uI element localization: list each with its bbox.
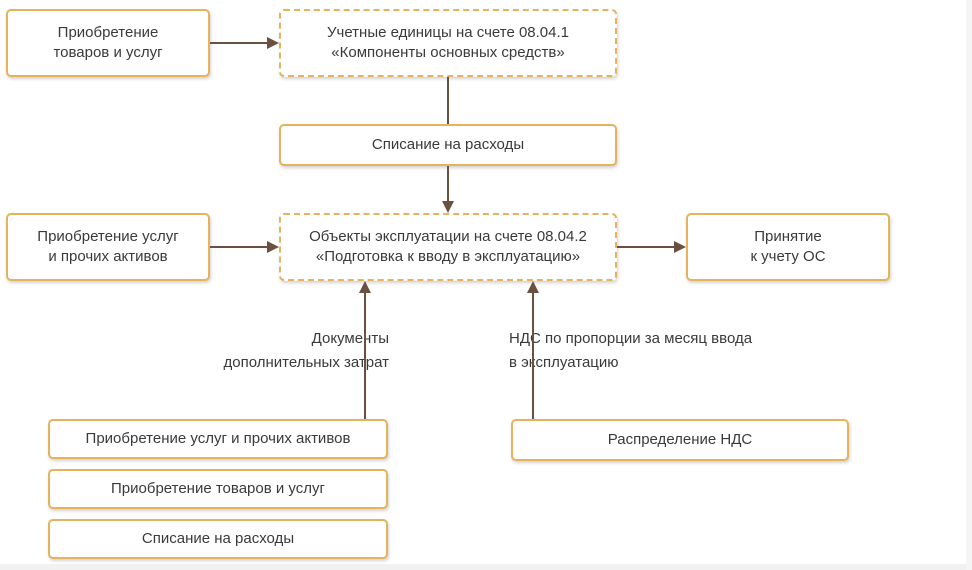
arrow-head <box>267 37 279 49</box>
arrow-head <box>442 201 454 213</box>
box-label: Приобретение товаров и услуг <box>53 24 163 61</box>
arrow-line <box>210 42 268 44</box>
box-bottom-write-off-expenses: Списание на расходы <box>48 519 388 559</box>
viewer-right-edge <box>966 0 972 570</box>
arrow-line <box>617 246 675 248</box>
box-accept-os: Принятие к учету ОС <box>686 213 890 281</box>
box-bottom-purchase-services-assets: Приобретение услуг и прочих активов <box>48 419 388 459</box>
box-purchase-services-assets: Приобретение услуг и прочих активов <box>6 213 210 281</box>
box-label: Распределение НДС <box>607 431 753 448</box>
label-additional-cost-docs: Документы дополнительных затрат <box>223 330 389 371</box>
box-purchase-goods-services: Приобретение товаров и услуг <box>6 9 210 77</box>
connector-line <box>447 77 449 124</box>
box-vat-distribution: Распределение НДС <box>511 419 849 461</box>
box-bottom-purchase-goods-services: Приобретение товаров и услуг <box>48 469 388 509</box>
box-label: Приобретение услуг и прочих активов <box>37 228 179 265</box>
box-label: Приобретение товаров и услуг <box>111 480 325 497</box>
label-vat-proportion: НДС по пропорции за месяц ввода в эксплу… <box>509 330 753 371</box>
arrow-line <box>447 166 449 202</box>
box-write-off-expenses: Списание на расходы <box>279 124 617 166</box>
box-label: Списание на расходы <box>141 530 295 547</box>
arrow-head <box>267 241 279 253</box>
arrow-head <box>674 241 686 253</box>
box-label: Объекты эксплуатации на счете 08.04.2 «П… <box>309 228 587 265</box>
arrow-line <box>364 292 366 419</box>
arrow-line <box>210 246 268 248</box>
box-account-08042: Объекты эксплуатации на счете 08.04.2 «П… <box>279 213 617 281</box>
box-label: Учетные единицы на счете 08.04.1 «Компон… <box>326 24 570 61</box>
viewer-bottom-edge <box>0 564 972 570</box>
arrow-head <box>527 281 539 293</box>
arrow-line <box>532 292 534 419</box>
box-label: Принятие к учету ОС <box>750 228 826 265</box>
box-label: Приобретение услуг и прочих активов <box>85 430 351 447</box>
arrow-head <box>359 281 371 293</box>
box-account-08041: Учетные единицы на счете 08.04.1 «Компон… <box>279 9 617 77</box>
box-label: Списание на расходы <box>371 136 525 153</box>
